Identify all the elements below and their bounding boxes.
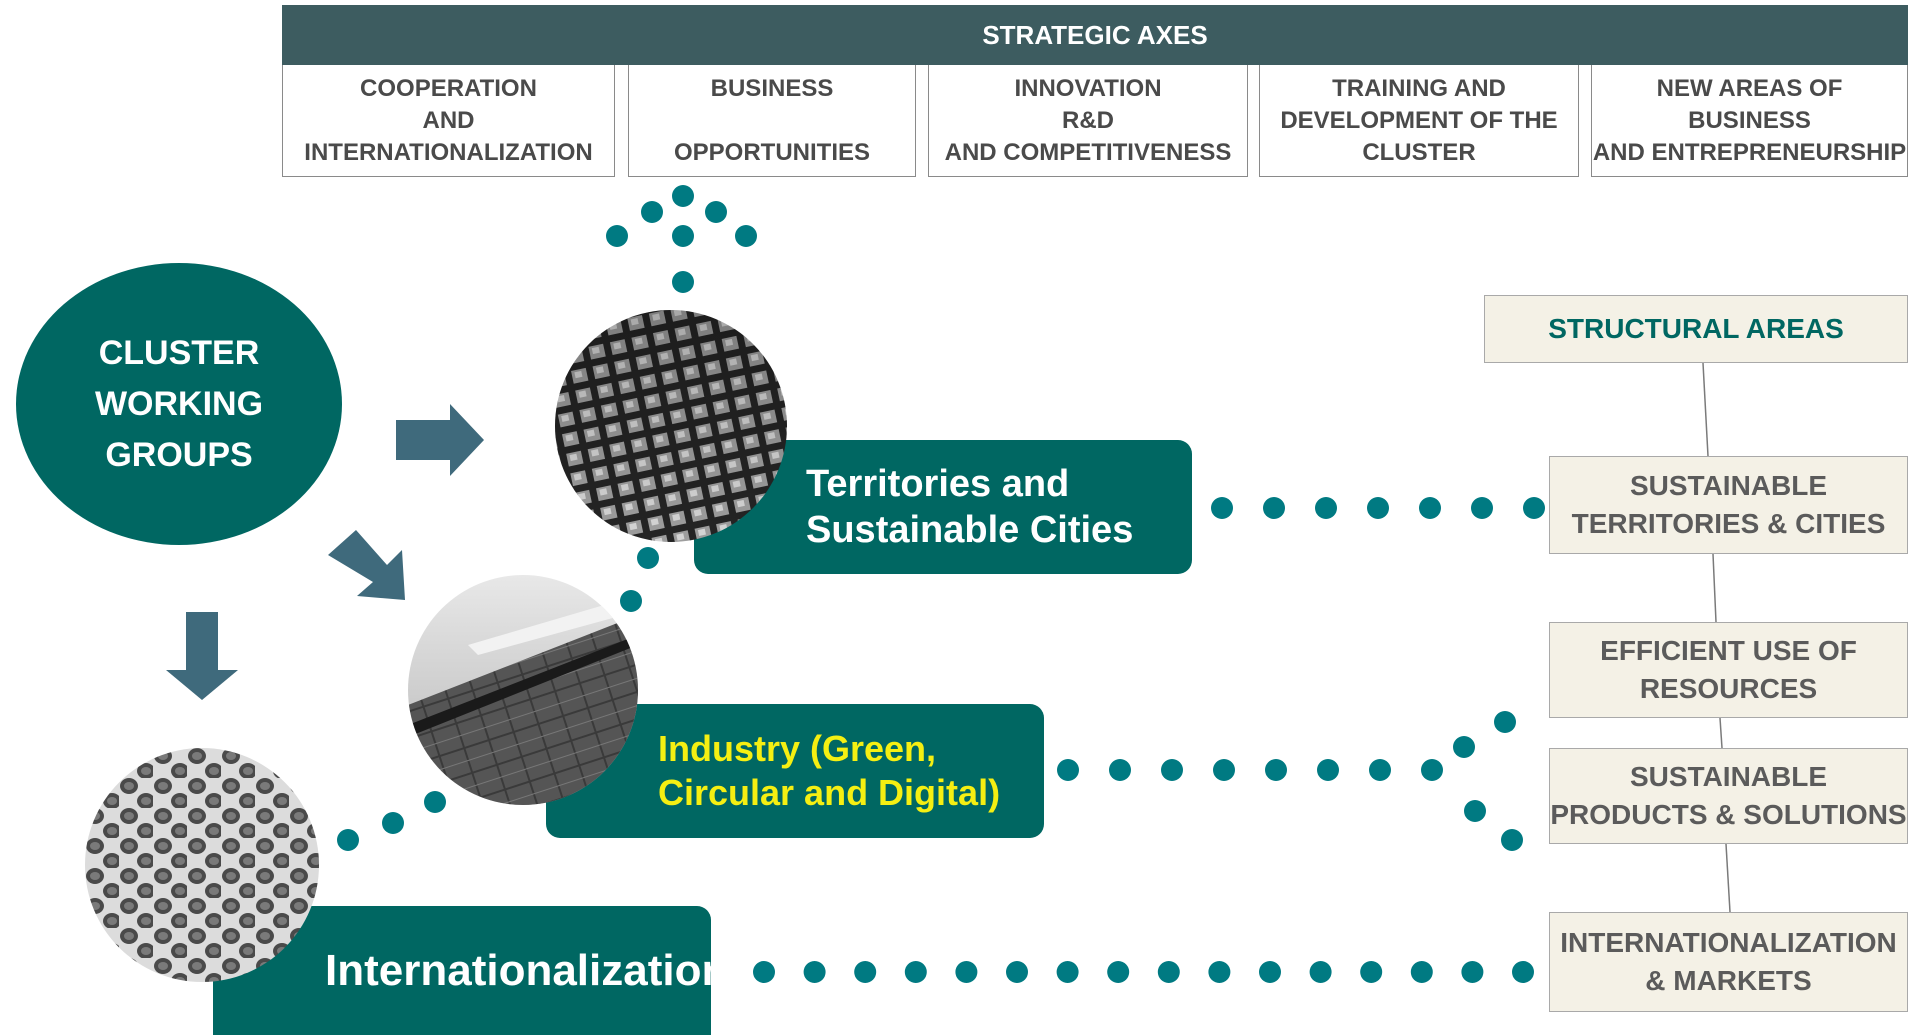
connector-dot <box>1421 759 1443 781</box>
connector-dot <box>955 961 978 983</box>
structural-area-territories: SUSTAINABLE TERRITORIES & CITIES <box>1549 456 1908 554</box>
connector-dot <box>606 225 628 247</box>
structural-area-internationalization: INTERNATIONALIZATION & MARKETS <box>1549 912 1908 1012</box>
connector-dot <box>1512 961 1534 983</box>
connector-dot <box>641 201 663 223</box>
structural-area-resources: EFFICIENT USE OF RESOURCES <box>1549 622 1908 718</box>
connector-dot <box>1360 961 1383 983</box>
connector-dot <box>803 961 826 983</box>
structural-connector-line <box>1719 717 1723 749</box>
group-territories-label: Territories and Sustainable Cities <box>806 463 1134 551</box>
connector-dot <box>672 225 694 247</box>
connector-dot <box>1309 961 1332 983</box>
connector-dot <box>1419 497 1441 519</box>
connector-dot <box>735 225 757 247</box>
group-internationalization-label: Internationalization <box>325 945 729 995</box>
axis-new-areas: NEW AREAS OF BUSINESS AND ENTREPRENEURSH… <box>1591 65 1908 177</box>
connector-dot <box>672 185 694 207</box>
connector-dot <box>1107 961 1130 983</box>
connector-dot <box>1523 497 1545 519</box>
axis-training: TRAINING AND DEVELOPMENT OF THE CLUSTER <box>1259 65 1579 177</box>
structural-connector-line <box>1725 843 1731 913</box>
group-industry-label: Industry (Green, Circular and Digital) <box>658 728 1001 813</box>
honeycomb-photo <box>85 748 319 982</box>
connector-dot <box>1213 759 1235 781</box>
connector-dot <box>1461 961 1484 983</box>
group-territories: Territories and Sustainable Cities <box>694 440 1192 574</box>
connector-dot <box>424 791 446 813</box>
connector-dot <box>1367 497 1389 519</box>
axis-business: BUSINESS OPPORTUNITIES <box>628 65 916 177</box>
connector-dot <box>1109 759 1131 781</box>
connector-dot <box>1161 759 1183 781</box>
connector-dot <box>1263 497 1285 519</box>
strategic-axes-header: STRATEGIC AXES <box>282 5 1908 65</box>
arrow-right-icon <box>396 404 484 476</box>
connector-dot <box>1265 759 1287 781</box>
connector-dot <box>1471 497 1493 519</box>
connector-dot <box>1410 961 1433 983</box>
connector-dot <box>1057 759 1079 781</box>
connector-dot <box>1315 497 1337 519</box>
arrow-down-icon <box>166 612 238 700</box>
connector-dot <box>620 590 642 612</box>
connector-dot <box>1056 961 1079 983</box>
structural-area-products: SUSTAINABLE PRODUCTS & SOLUTIONS <box>1549 748 1908 844</box>
cluster-working-groups: CLUSTER WORKING GROUPS <box>16 263 342 545</box>
connector-dot <box>382 812 404 834</box>
solar-panel-photo <box>408 575 638 805</box>
connector-dot <box>1501 829 1523 851</box>
axis-cooperation: COOPERATION AND INTERNATIONALIZATION <box>282 65 615 177</box>
connector-dot <box>904 961 927 983</box>
connector-dot <box>1317 759 1339 781</box>
connector-dot <box>1259 961 1281 983</box>
connector-dot <box>1006 961 1028 983</box>
connector-dot <box>337 829 359 851</box>
connector-dot <box>1494 711 1516 733</box>
connector-dot <box>1453 736 1475 758</box>
city-aerial-photo <box>555 310 787 542</box>
connector-dot <box>637 547 659 569</box>
connector-dot <box>705 201 727 223</box>
connector-dot <box>1464 800 1486 822</box>
structural-areas-title: STRUCTURAL AREAS <box>1484 295 1908 363</box>
connector-dot <box>1157 961 1180 983</box>
connector-dot <box>1369 759 1391 781</box>
connector-dot <box>1208 961 1231 983</box>
axis-innovation: INNOVATION R&D AND COMPETITIVENESS <box>928 65 1248 177</box>
connector-dot <box>672 271 694 293</box>
connector-dot <box>753 961 775 983</box>
structural-connector-line <box>1702 362 1709 457</box>
connector-dot <box>1211 497 1233 519</box>
structural-connector-line <box>1712 553 1717 623</box>
arrow-diagonal-icon <box>328 530 405 600</box>
connector-dot <box>854 961 877 983</box>
